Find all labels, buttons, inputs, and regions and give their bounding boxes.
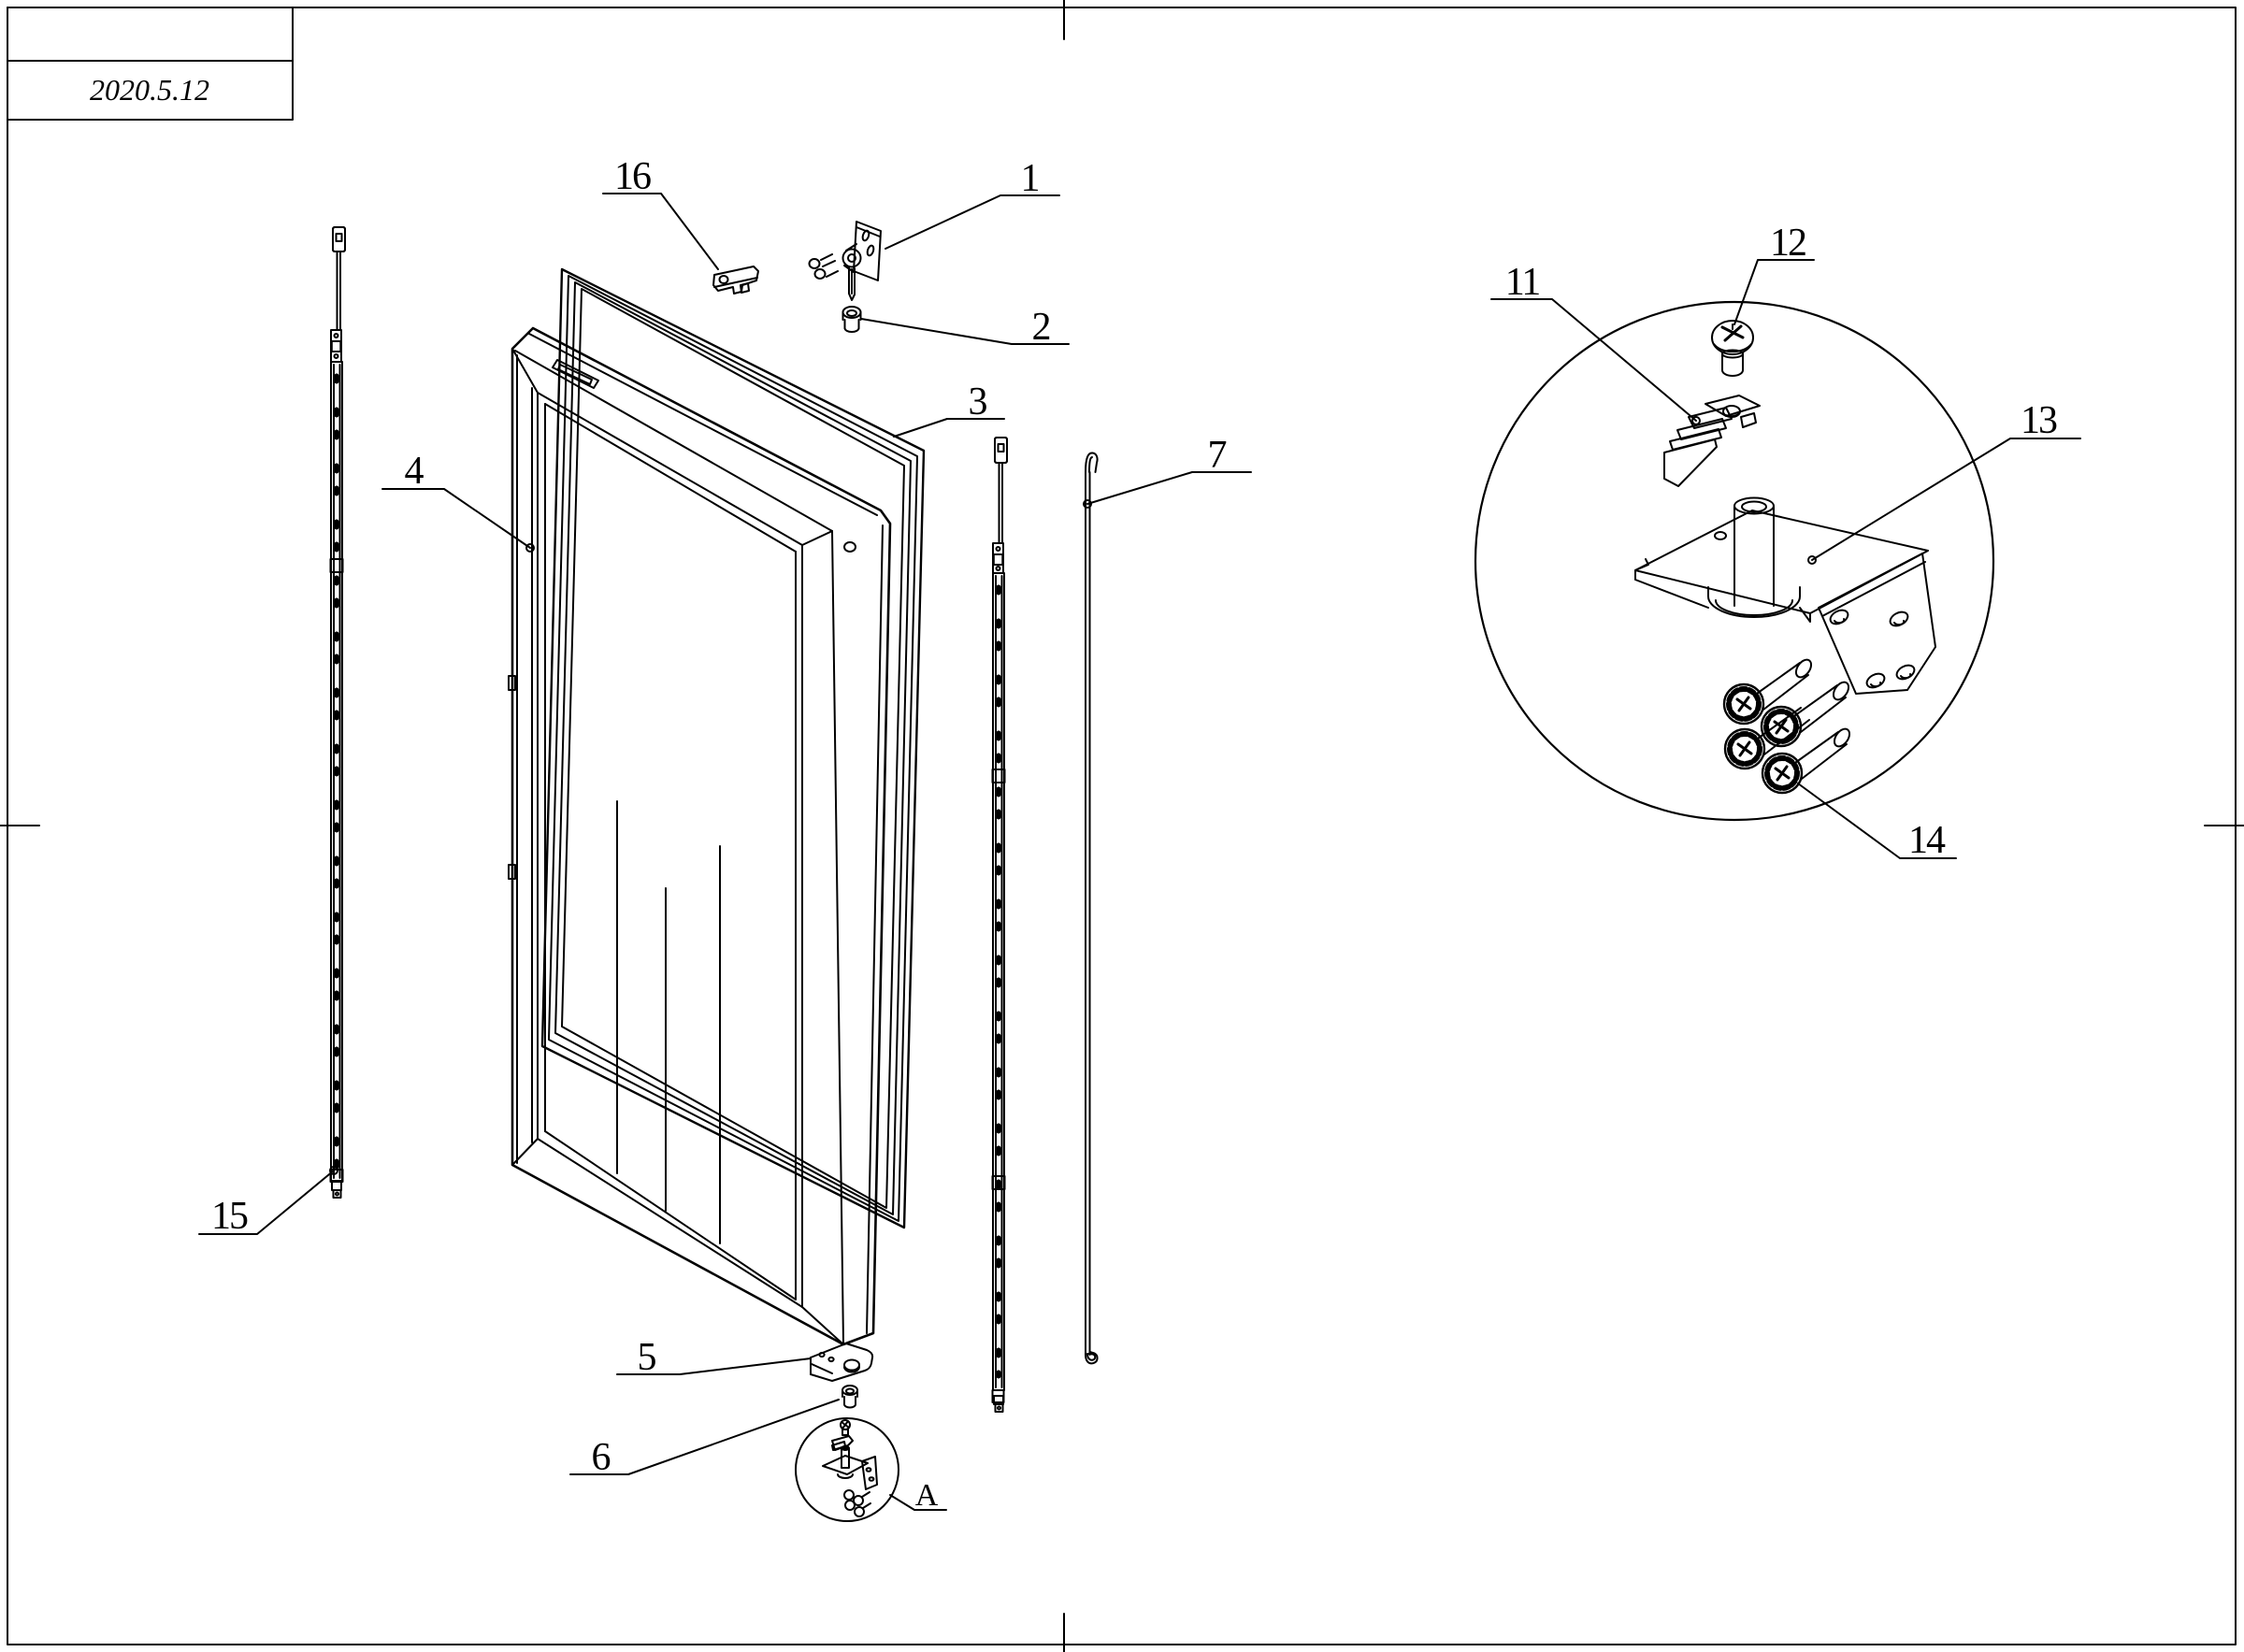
callout-3: 3 (893, 381, 1005, 438)
callout-label-5: 5 (638, 1336, 656, 1379)
callout-label-16: 16 (614, 155, 651, 198)
callout-detail-a: A (889, 1478, 947, 1513)
screw-head (1722, 682, 1765, 725)
callout-6: 6 (569, 1399, 840, 1479)
callout-label-7: 7 (1208, 434, 1227, 477)
callout-label-13: 13 (2021, 399, 2057, 442)
callout-11: 11 (1490, 261, 1701, 425)
callout-label-4: 4 (405, 450, 424, 493)
detail-circle-hinge (1474, 300, 1995, 822)
screws-part14 (1722, 658, 1851, 795)
callout-2: 2 (860, 306, 1070, 349)
top-hinge-part1 (808, 221, 882, 301)
detail-circle-a (795, 1417, 899, 1522)
screw-part12 (1711, 320, 1754, 377)
title-block: 2020.5.12 (7, 7, 294, 121)
callout-label-3: 3 (969, 381, 987, 424)
door-gasket (540, 267, 926, 1229)
callout-label-6: 6 (592, 1436, 611, 1479)
bottom-hinge-bushing-part6 (842, 1385, 858, 1409)
callout-7: 7 (1083, 434, 1252, 509)
callout-label-14: 14 (1908, 819, 1946, 862)
screw-head (1723, 727, 1766, 770)
led-strip-right (991, 437, 1008, 1413)
callout-15: 15 (198, 1166, 338, 1238)
clip-part11 (1663, 395, 1761, 487)
rod-part7 (1085, 452, 1099, 1365)
led-strip-left (329, 226, 346, 1199)
callout-label-2: 2 (1032, 306, 1050, 349)
callout-4: 4 (381, 450, 535, 553)
bottom-hinge-part5 (810, 1343, 874, 1382)
callout-13: 13 (1807, 399, 2081, 565)
hinge-bracket-part13 (1634, 496, 1936, 695)
callout-16: 16 (602, 155, 719, 270)
callout-label-a: A (915, 1478, 939, 1513)
date-stamp: 2020.5.12 (90, 73, 209, 107)
screw-head (1761, 752, 1804, 795)
hinge-bushing-part2 (842, 306, 862, 333)
callout-label-11: 11 (1505, 261, 1539, 304)
callout-label-12: 12 (1770, 222, 1805, 265)
callout-12: 12 (1733, 222, 1815, 325)
callout-1: 1 (885, 157, 1060, 250)
door-panel (508, 326, 892, 1346)
callout-label-1: 1 (1021, 157, 1039, 200)
mounting-plate-part16 (712, 266, 759, 294)
callout-5: 5 (616, 1336, 812, 1379)
callout-label-15: 15 (211, 1195, 248, 1238)
screw-head (1760, 705, 1803, 748)
callout-14: 14 (1797, 783, 1957, 862)
callouts: 1 2 3 4 5 6 7 11 (198, 155, 2081, 1513)
